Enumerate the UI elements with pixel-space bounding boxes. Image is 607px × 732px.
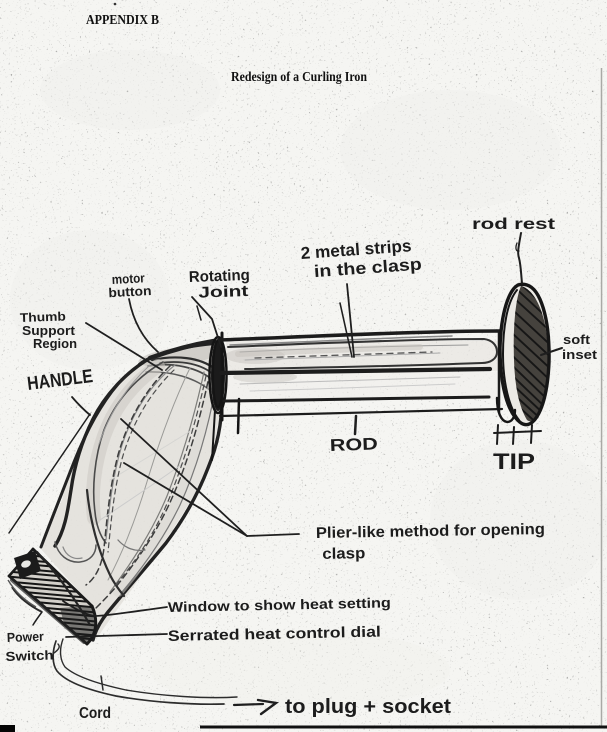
svg-text:Joint: Joint [198, 283, 249, 302]
svg-text:motor: motor [111, 270, 145, 287]
svg-text:rod rest: rod rest [472, 216, 556, 233]
svg-text:to plug + socket: to plug + socket [285, 696, 451, 718]
svg-text:ROD: ROD [329, 434, 378, 455]
svg-text:button: button [108, 283, 152, 300]
svg-text:clasp: clasp [322, 545, 365, 563]
svg-text:Serrated heat control dial: Serrated heat control dial [168, 624, 381, 645]
svg-text:Support: Support [22, 324, 76, 338]
svg-text:inset: inset [562, 348, 598, 362]
svg-text:Redesign of a Curling Iron: Redesign of a Curling Iron [231, 69, 367, 84]
svg-text:Thumb: Thumb [20, 309, 67, 325]
svg-text:Plier-like method for opening: Plier-like method for opening [316, 521, 545, 542]
svg-text:Region: Region [33, 337, 77, 351]
svg-text:Switch: Switch [5, 647, 54, 664]
svg-text:APPENDIX B: APPENDIX B [86, 13, 159, 28]
svg-text:Power: Power [7, 629, 45, 645]
svg-text:Cord: Cord [79, 705, 111, 722]
svg-text:Rotating: Rotating [189, 267, 251, 286]
svg-text:TIP: TIP [493, 449, 535, 474]
svg-text:Window to show heat setting: Window to show heat setting [168, 594, 391, 615]
svg-text:soft: soft [563, 333, 591, 347]
